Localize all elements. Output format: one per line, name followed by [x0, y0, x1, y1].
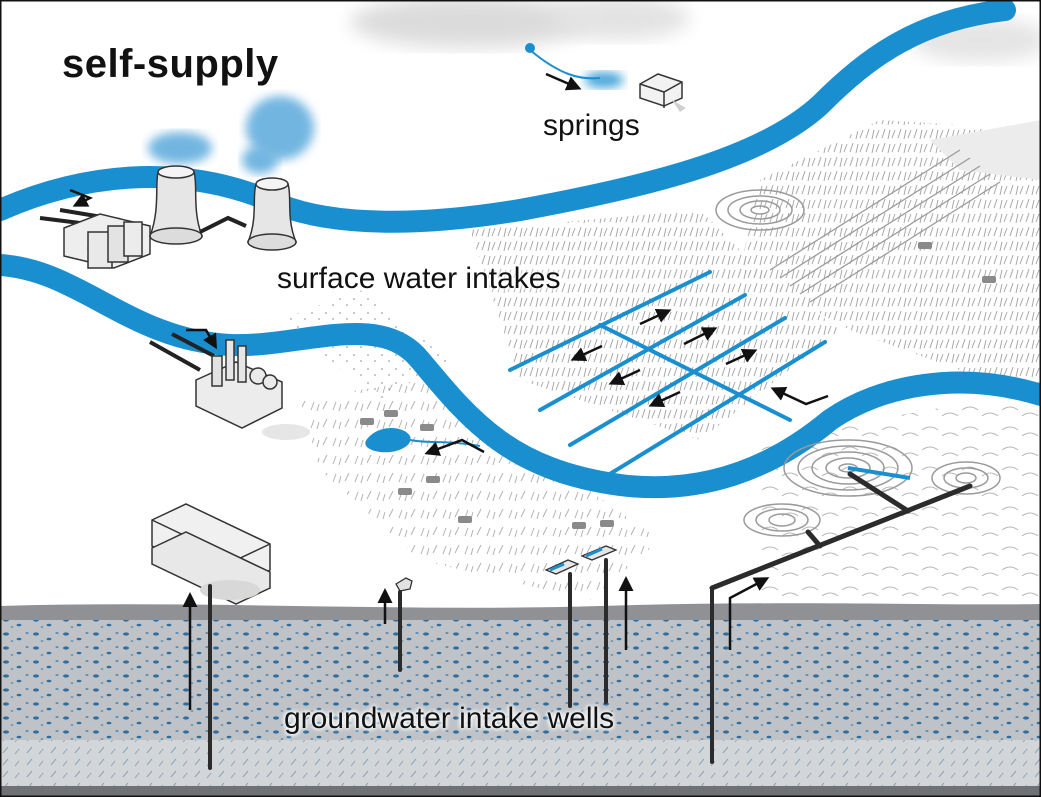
surface-water-intakes-label: surface water intakes [277, 262, 560, 296]
springs-label: springs [543, 109, 640, 143]
diagram-title: self-supply [62, 42, 279, 87]
groundwater-intake-wells-label: groundwater intake wells [284, 702, 614, 736]
